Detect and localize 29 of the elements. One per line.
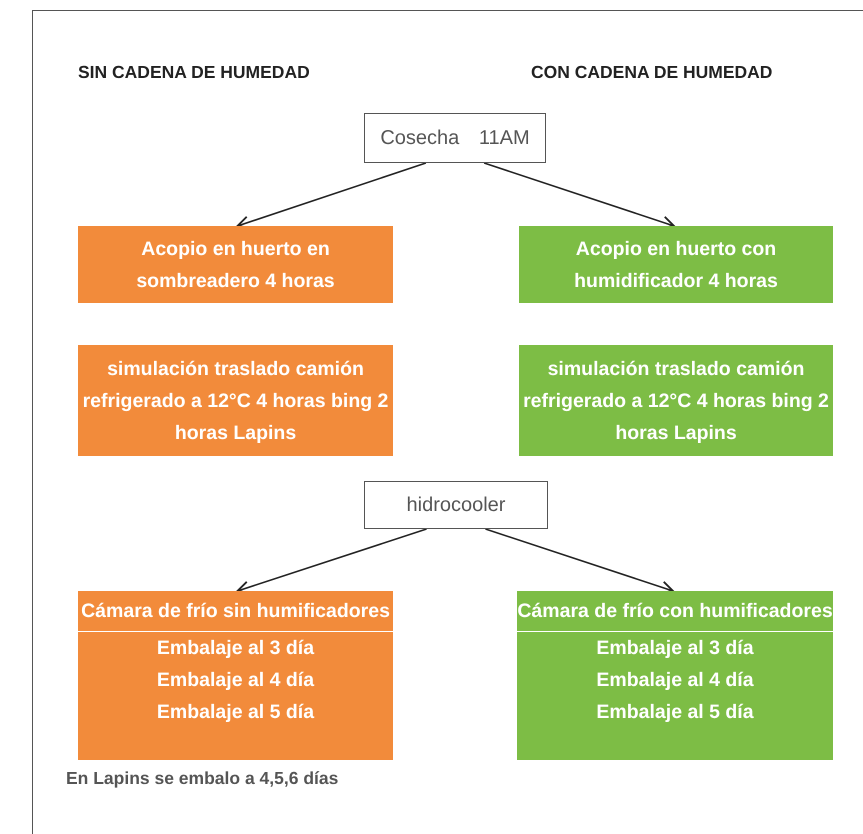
box-label: Acopio en huerto con humidificador 4 horas (573, 236, 779, 294)
box-label: simulación traslado camión refrigerado a 12°C 4 horas bing 2 horas Lapins (522, 356, 830, 446)
box-label: Cosecha 11AM (379, 126, 531, 150)
process-box (78, 345, 393, 456)
arrow (236, 162, 426, 229)
process-box (519, 345, 833, 456)
column-heading: CON CADENA DE HUMEDAD (531, 62, 772, 83)
step-text: Embalaje al 4 día (595, 668, 755, 693)
column-heading: SIN CADENA DE HUMEDAD (78, 62, 310, 83)
start-box (364, 113, 546, 163)
arrow (485, 528, 674, 594)
box-label: Cámara de frío sin humificadores (78, 591, 393, 632)
step-text: Embalaje al 5 día (156, 700, 316, 725)
storage-box (517, 591, 833, 760)
note-text: En Lapins se embalo a 4,5,6 días (66, 768, 338, 789)
step-text: Embalaje al 4 día (156, 668, 316, 693)
storage-box (78, 591, 393, 760)
box-label: simulación traslado camión refrigerado a 12°C 4 horas bing 2 horas Lapins (82, 356, 390, 446)
box-label: Cámara de frío con humificadores (517, 591, 833, 632)
process-box (364, 481, 548, 529)
process-box (519, 226, 833, 303)
box-label: hidrocooler (406, 494, 506, 516)
step-text: Embalaje al 3 día (595, 636, 755, 661)
step-text: Embalaje al 5 día (595, 700, 755, 725)
process-box (78, 226, 393, 303)
arrow (484, 162, 675, 229)
step-text: Embalaje al 3 día (156, 636, 316, 661)
arrow (236, 528, 427, 594)
box-label: Acopio en huerto en sombreadero 4 horas (135, 236, 336, 294)
